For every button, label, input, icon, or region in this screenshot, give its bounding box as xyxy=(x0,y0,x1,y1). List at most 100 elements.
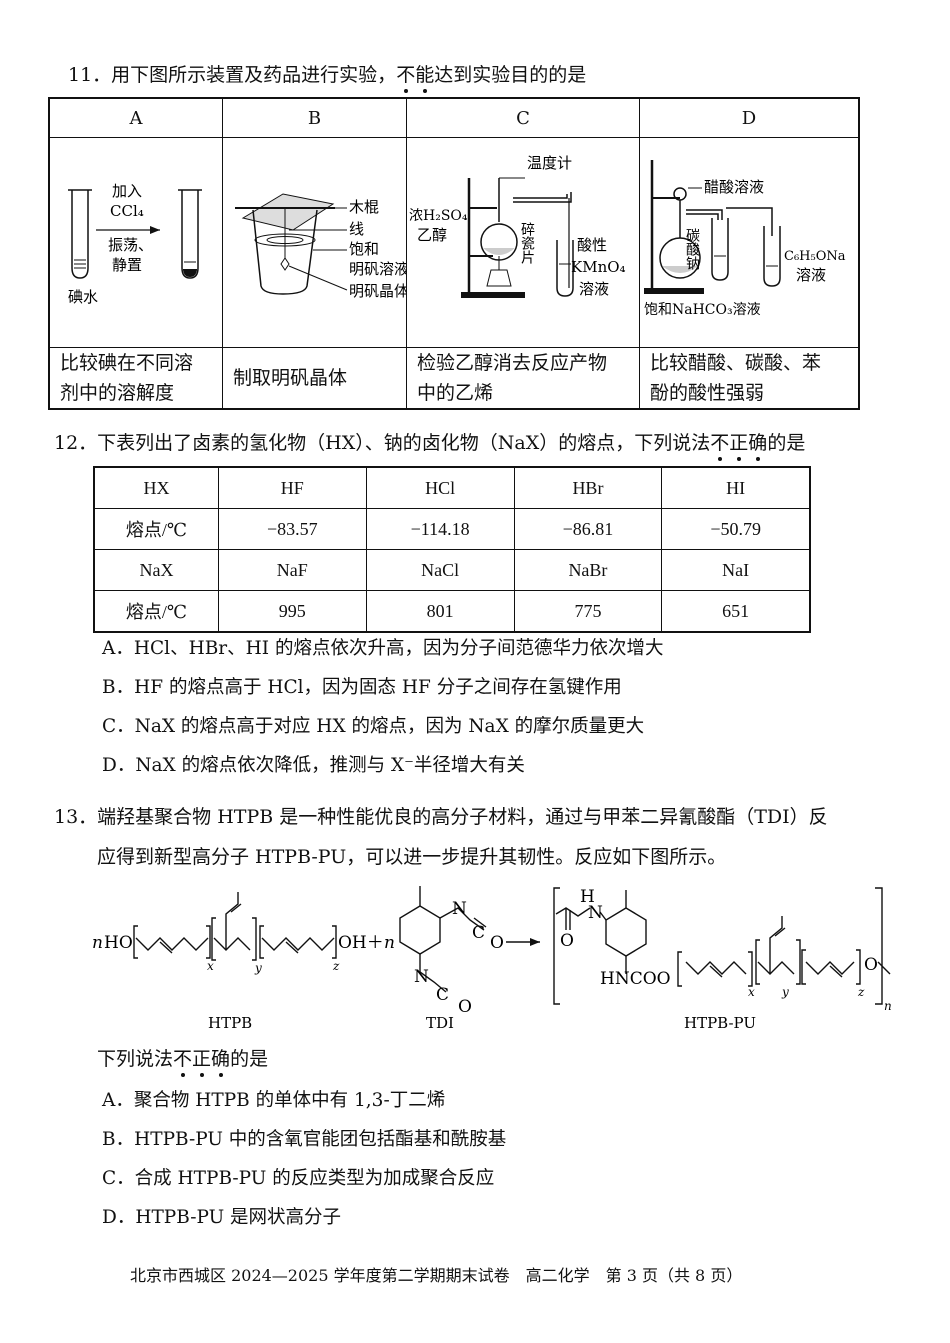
table-cell: 651 xyxy=(661,590,811,633)
q13-option-b: B．HTPB-PU 中的含氧官能团包括酯基和酰胺基 xyxy=(102,1129,507,1150)
test-tube-diagram: 加入 CCl₄ 振荡、 静置 碘水 xyxy=(68,182,202,306)
label-htpb: HTPB xyxy=(208,1014,252,1032)
purpose-text: 比较醋酸、碳酸、苯 xyxy=(650,352,822,374)
label-n: N xyxy=(414,967,429,987)
purpose-text: 比较碘在不同溶 xyxy=(60,352,194,374)
label-kmno4: KMnO₄ xyxy=(571,258,626,276)
label-nhcoo: HNCOO xyxy=(600,969,671,989)
q13-option-a: A．聚合物 HTPB 的单体中有 1,3-丁二烯 xyxy=(102,1090,446,1111)
q12-stem: 12．下表列出了卤素的氢化物（HX）、钠的卤化物（NaX）的熔点，下列说法不正确… xyxy=(54,430,805,456)
q12-option-a: A．HCl、HBr、HI 的熔点依次升高，因为分子间范德华力依次增大 xyxy=(102,638,664,659)
label-stick: 木棍 xyxy=(349,198,379,216)
q12-option-c: C．NaX 的熔点高于对应 HX 的熔点，因为 NaX 的摩尔质量更大 xyxy=(102,716,645,737)
reaction-scheme: n HO x y z OH＋ n N C O N C O O H N HNCOO… xyxy=(92,886,892,1032)
melting-point-table: HX HF HCl HBr HI 熔点/℃ −83.57 −114.18 −86… xyxy=(93,466,811,633)
emphasis-char: 正 xyxy=(192,1048,212,1070)
table-row: HX HF HCl HBr HI xyxy=(93,466,811,509)
sub-z: z xyxy=(857,985,865,999)
q13-stem-line1: 13．端羟基聚合物 HTPB 是一种性能优良的高分子材料，通过与甲苯二异氰酸酯（… xyxy=(54,806,828,828)
apparatus-c: 温度计 浓H₂SO₄ 乙醇 碎瓷片 酸性 KMnO₄ 溶液 xyxy=(406,137,640,348)
apparatus-d: 醋酸溶液 碳酸钠 C₆H₅ONa 溶液 饱和NaHCO₃溶液 xyxy=(639,137,860,348)
q13-option-d: D．HTPB-PU 是网状高分子 xyxy=(102,1207,342,1228)
purpose-d: 比较醋酸、碳酸、苯酚的酸性强弱 xyxy=(639,347,860,410)
label-c: C xyxy=(472,923,485,943)
page-footer: 北京市西城区 2024—2025 学年度第二学期期末试卷 高二化学 第 3 页（… xyxy=(130,1266,743,1285)
label-htpb-pu: HTPB-PU xyxy=(684,1014,756,1032)
col-b-letter: B xyxy=(222,97,407,138)
label-acidic: 酸性 xyxy=(577,236,607,254)
label-iodine-water: 碘水 xyxy=(68,288,98,306)
q11-table: A B C D 加入 CCl₄ 振荡、 静置 碘水 xyxy=(48,97,860,410)
q11-stem: 11．用下图所示装置及药品进行实验，不能达到实验目的的是 xyxy=(68,62,586,88)
q13-substem-text: 下列说法 xyxy=(97,1048,174,1070)
label-porcelain-chips: 碎瓷片 xyxy=(519,222,535,264)
label-oh-plus: OH＋ xyxy=(338,933,384,953)
table-row: 熔点/℃ 995 801 775 651 xyxy=(93,590,811,633)
table-cell: −114.18 xyxy=(365,508,515,550)
label-ethanol: 乙醇 xyxy=(417,226,447,244)
label-alum-solution: 明矾溶液 xyxy=(349,260,406,278)
col-a-letter: A xyxy=(48,97,223,138)
emphasis-char: 不 xyxy=(710,432,730,454)
q13-stem-line2: 应得到新型高分子 HTPB-PU，可以进一步提升其韧性。反应如下图所示。 xyxy=(97,846,727,868)
table-cell: NaBr xyxy=(513,549,663,591)
sub-n: n xyxy=(884,999,892,1013)
label-alum-crystal: 明矾晶体 xyxy=(349,282,406,300)
table-row: 熔点/℃ −83.57 −114.18 −86.81 −50.79 xyxy=(93,508,811,550)
label-sodium-bicarbonate: 饱和NaHCO₃溶液 xyxy=(644,302,761,318)
label-ccl4: CCl₄ xyxy=(110,202,144,220)
label-o: O xyxy=(458,997,472,1017)
purpose-text: 中的乙烯 xyxy=(417,382,494,404)
table-cell: HF xyxy=(217,466,367,509)
beaker-diagram: 木棍 线 饱和 明矾溶液 明矾晶体 xyxy=(235,193,409,300)
label-o: O xyxy=(560,931,574,951)
label-thermometer: 温度计 xyxy=(527,154,572,172)
label-h: H xyxy=(580,887,595,907)
q11-stem-text: 11．用下图所示装置及药品进行实验， xyxy=(68,64,397,86)
sub-y: y xyxy=(781,985,789,999)
label-o: O xyxy=(490,933,504,953)
table-cell: −50.79 xyxy=(661,508,811,550)
label-phenolate-solution: 溶液 xyxy=(796,266,826,284)
table-cell: 熔点/℃ xyxy=(93,508,219,550)
emphasis-char: 不 xyxy=(396,64,416,86)
purpose-text: 酚的酸性强弱 xyxy=(650,382,765,404)
sub-x: x xyxy=(748,985,755,999)
table-cell: HI xyxy=(661,466,811,509)
table-row: NaX NaF NaCl NaBr NaI xyxy=(93,549,811,591)
table-cell: HBr xyxy=(513,466,663,509)
q13-option-c: C．合成 HTPB-PU 的反应类型为加成聚合反应 xyxy=(102,1168,495,1189)
coef-n: n xyxy=(92,933,103,953)
q13-substem: 下列说法不正确的是 xyxy=(97,1046,268,1072)
label-thread: 线 xyxy=(349,220,364,238)
ethylene-apparatus-diagram: 温度计 浓H₂SO₄ 乙醇 碎瓷片 酸性 KMnO₄ 溶液 xyxy=(409,154,626,298)
table-cell: 801 xyxy=(365,590,515,633)
label-ho: HO xyxy=(104,933,133,953)
table-cell: NaX xyxy=(93,549,219,591)
table-cell: 775 xyxy=(513,590,663,633)
label-tdi: TDI xyxy=(426,1014,454,1032)
sub-z: z xyxy=(332,959,340,973)
label-sodium-phenolate: C₆H₅ONa xyxy=(784,249,846,264)
table-cell: HX xyxy=(93,466,219,509)
purpose-text: 制取明矾晶体 xyxy=(233,367,348,389)
q12-stem-text: 的是 xyxy=(767,432,806,454)
label-o: O xyxy=(864,955,878,975)
label-n: N xyxy=(588,903,603,923)
col-c-letter: C xyxy=(406,97,640,138)
label-saturated: 饱和 xyxy=(349,240,379,258)
label-stand: 静置 xyxy=(112,256,142,274)
label-sulfuric-acid: 浓H₂SO₄ xyxy=(409,208,468,224)
purpose-text: 检验乙醇消去反应产物 xyxy=(417,352,608,374)
emphasis-char: 能 xyxy=(415,64,435,86)
q11-stem-text: 达到实验目的的是 xyxy=(434,64,587,86)
table-cell: 熔点/℃ xyxy=(93,590,219,633)
table-cell: −83.57 xyxy=(217,508,367,550)
purpose-c: 检验乙醇消去反应产物中的乙烯 xyxy=(406,347,640,410)
acidity-apparatus-diagram: 醋酸溶液 碳酸钠 C₆H₅ONa 溶液 饱和NaHCO₃溶液 xyxy=(644,160,846,318)
table-cell: HCl xyxy=(365,466,515,509)
table-cell: −86.81 xyxy=(513,508,663,550)
table-cell: NaI xyxy=(661,549,811,591)
table-cell: NaCl xyxy=(365,549,515,591)
table-cell: 995 xyxy=(217,590,367,633)
